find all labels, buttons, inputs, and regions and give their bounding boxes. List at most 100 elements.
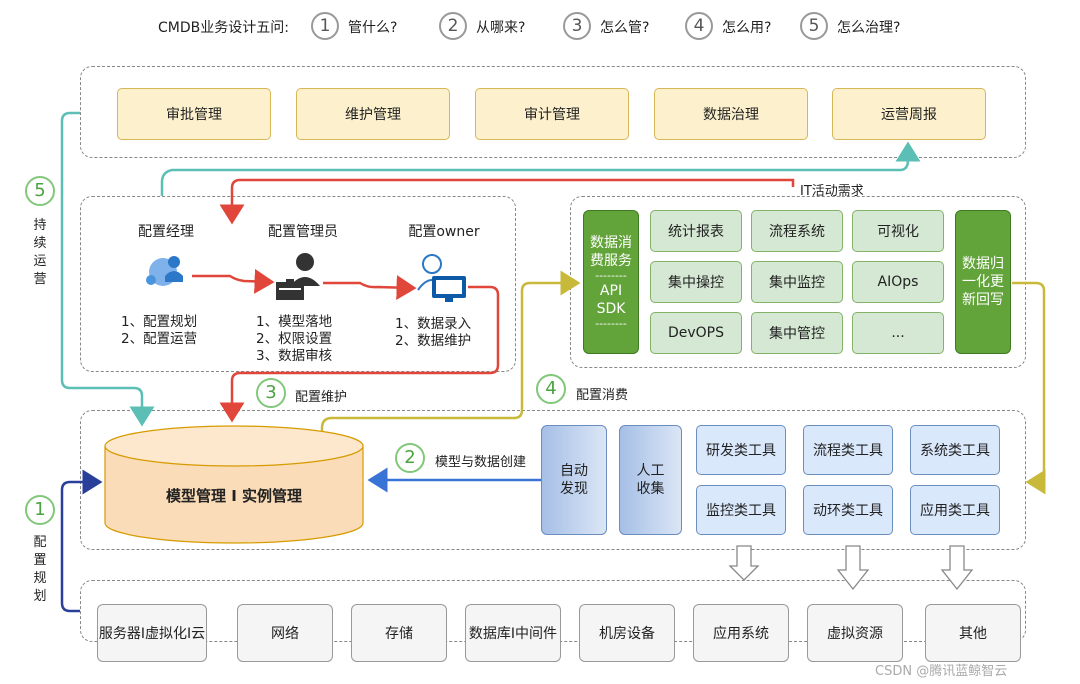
- consumer-aiops: AIOps: [852, 261, 944, 303]
- service-line: 数据消: [590, 235, 632, 251]
- consumer-more: ...: [852, 312, 944, 354]
- question-2-circle: 2: [439, 12, 467, 40]
- governance-weekly-report: 运营周报: [832, 88, 986, 140]
- owner-icon: [417, 254, 466, 302]
- char: 持: [33, 218, 47, 233]
- resource-other: 其他: [925, 604, 1021, 662]
- tool-monitoring: 监控类工具: [696, 485, 786, 535]
- data-consumption-service: 数据消 费服务 -------- API SDK --------: [583, 210, 639, 354]
- writeback-arrow: [1012, 281, 1046, 495]
- auto-discovery: 自动 发现: [541, 425, 607, 535]
- duty-item: 1、数据录入: [395, 316, 472, 332]
- resource-virtual: 虚拟资源: [807, 604, 903, 662]
- question-1-label: 管什么?: [348, 20, 398, 36]
- consumer-visualization: 可视化: [852, 210, 944, 252]
- down-arrow-3: [940, 545, 974, 591]
- operation-loop-line: [60, 111, 155, 427]
- resource-storage: 存储: [351, 604, 447, 662]
- role-owner-title: 配置owner: [408, 224, 480, 240]
- tool-application: 应用类工具: [910, 485, 1000, 535]
- manual-collection: 人工 收集: [619, 425, 682, 535]
- char: 规: [33, 571, 47, 586]
- step-3-circle: 3: [256, 378, 286, 408]
- database-cylinder: [104, 425, 364, 544]
- watermark: CSDN @腾讯蓝鲸智云: [875, 664, 1008, 679]
- char: 续: [33, 236, 47, 251]
- page-title: CMDB业务设计五问:: [158, 20, 289, 36]
- question-1-circle: 1: [311, 12, 339, 40]
- step-2-label: 模型与数据创建: [435, 455, 527, 470]
- admin-to-owner-arrow: [323, 275, 417, 301]
- manual-line: 收集: [636, 481, 665, 497]
- duty-item: 2、数据维护: [395, 333, 472, 349]
- question-3-circle: 3: [563, 12, 591, 40]
- manual-line: 人工: [636, 463, 665, 479]
- char: 营: [33, 272, 47, 287]
- resource-network: 网络: [237, 604, 333, 662]
- role-manager-title: 配置经理: [138, 224, 194, 240]
- tool-system: 系统类工具: [910, 425, 1000, 475]
- consumer-process-system: 流程系统: [751, 210, 843, 252]
- resource-server: 服务器I虚拟化I云: [97, 604, 207, 662]
- service-sep: --------: [595, 269, 627, 282]
- service-line: 费服务: [590, 253, 632, 269]
- service-line: SDK: [596, 301, 626, 317]
- governance-maintenance: 维护管理: [296, 88, 450, 140]
- resource-application: 应用系统: [693, 604, 789, 662]
- step-5-circle: 5: [25, 176, 55, 206]
- duty-item: 3、数据审核: [256, 348, 333, 364]
- question-5-label: 怎么治理?: [837, 20, 901, 36]
- admin-icon: [276, 253, 320, 300]
- service-sep: --------: [595, 317, 627, 330]
- step-1-circle: 1: [25, 495, 55, 525]
- consumption-arrow: [320, 270, 581, 432]
- resource-database: 数据库I中间件: [465, 604, 561, 662]
- database-label: 模型管理 I 实例管理: [165, 487, 303, 505]
- roles-group: [80, 196, 516, 372]
- planning-arrow: [60, 469, 103, 613]
- governance-group: [80, 66, 1026, 158]
- role-admin-duties: 1、模型落地 2、权限设置 3、数据审核: [256, 314, 332, 365]
- maintenance-arrow: [219, 285, 500, 423]
- question-2-label: 从哪来?: [476, 20, 526, 36]
- question-4-label: 怎么用?: [722, 20, 772, 36]
- role-owner-duties: 1、数据录入 2、数据维护: [395, 316, 471, 350]
- char: 置: [33, 553, 47, 568]
- tool-rnd: 研发类工具: [696, 425, 786, 475]
- step-2-circle: 2: [395, 443, 425, 473]
- governance-audit: 审计管理: [475, 88, 629, 140]
- consumer-central-control: 集中管控: [751, 312, 843, 354]
- consumer-central-monitoring: 集中监控: [751, 261, 843, 303]
- step-3-label: 配置维护: [295, 390, 348, 405]
- it-demand-label: IT活动需求: [800, 184, 864, 199]
- role-admin-title: 配置管理员: [268, 224, 338, 240]
- auto-line: 发现: [560, 481, 588, 497]
- tool-process: 流程类工具: [803, 425, 893, 475]
- resource-datacenter: 机房设备: [579, 604, 675, 662]
- consumer-devops: DevOPS: [650, 312, 742, 354]
- role-manager-duties: 1、配置规划 2、配置运营: [121, 314, 197, 348]
- tool-env: 动环类工具: [803, 485, 893, 535]
- consumer-central-operation: 集中操控: [650, 261, 742, 303]
- step-4-label: 配置消费: [576, 388, 629, 403]
- question-4-circle: 4: [685, 12, 713, 40]
- auto-line: 自动: [560, 463, 588, 479]
- manager-icon: [146, 256, 183, 286]
- duty-item: 2、权限设置: [256, 331, 333, 347]
- data-writeback: 数据归 一化更 新回写: [955, 210, 1011, 354]
- char: 划: [33, 589, 47, 604]
- step-5-label: 持 续 运 营: [32, 217, 48, 289]
- writeback-line: 一化更: [962, 274, 1004, 290]
- step-1-label: 配 置 规 划: [32, 534, 48, 606]
- duty-item: 2、配置运营: [121, 331, 198, 347]
- it-demand-arrow: [219, 178, 795, 225]
- down-arrow-1: [728, 545, 760, 581]
- writeback-line: 数据归: [962, 256, 1004, 272]
- service-line: API: [599, 283, 623, 299]
- char: 配: [33, 535, 47, 550]
- char: 运: [33, 254, 47, 269]
- manager-to-admin-arrow: [192, 268, 275, 294]
- duty-item: 1、模型落地: [256, 314, 333, 330]
- question-3-label: 怎么管?: [600, 20, 650, 36]
